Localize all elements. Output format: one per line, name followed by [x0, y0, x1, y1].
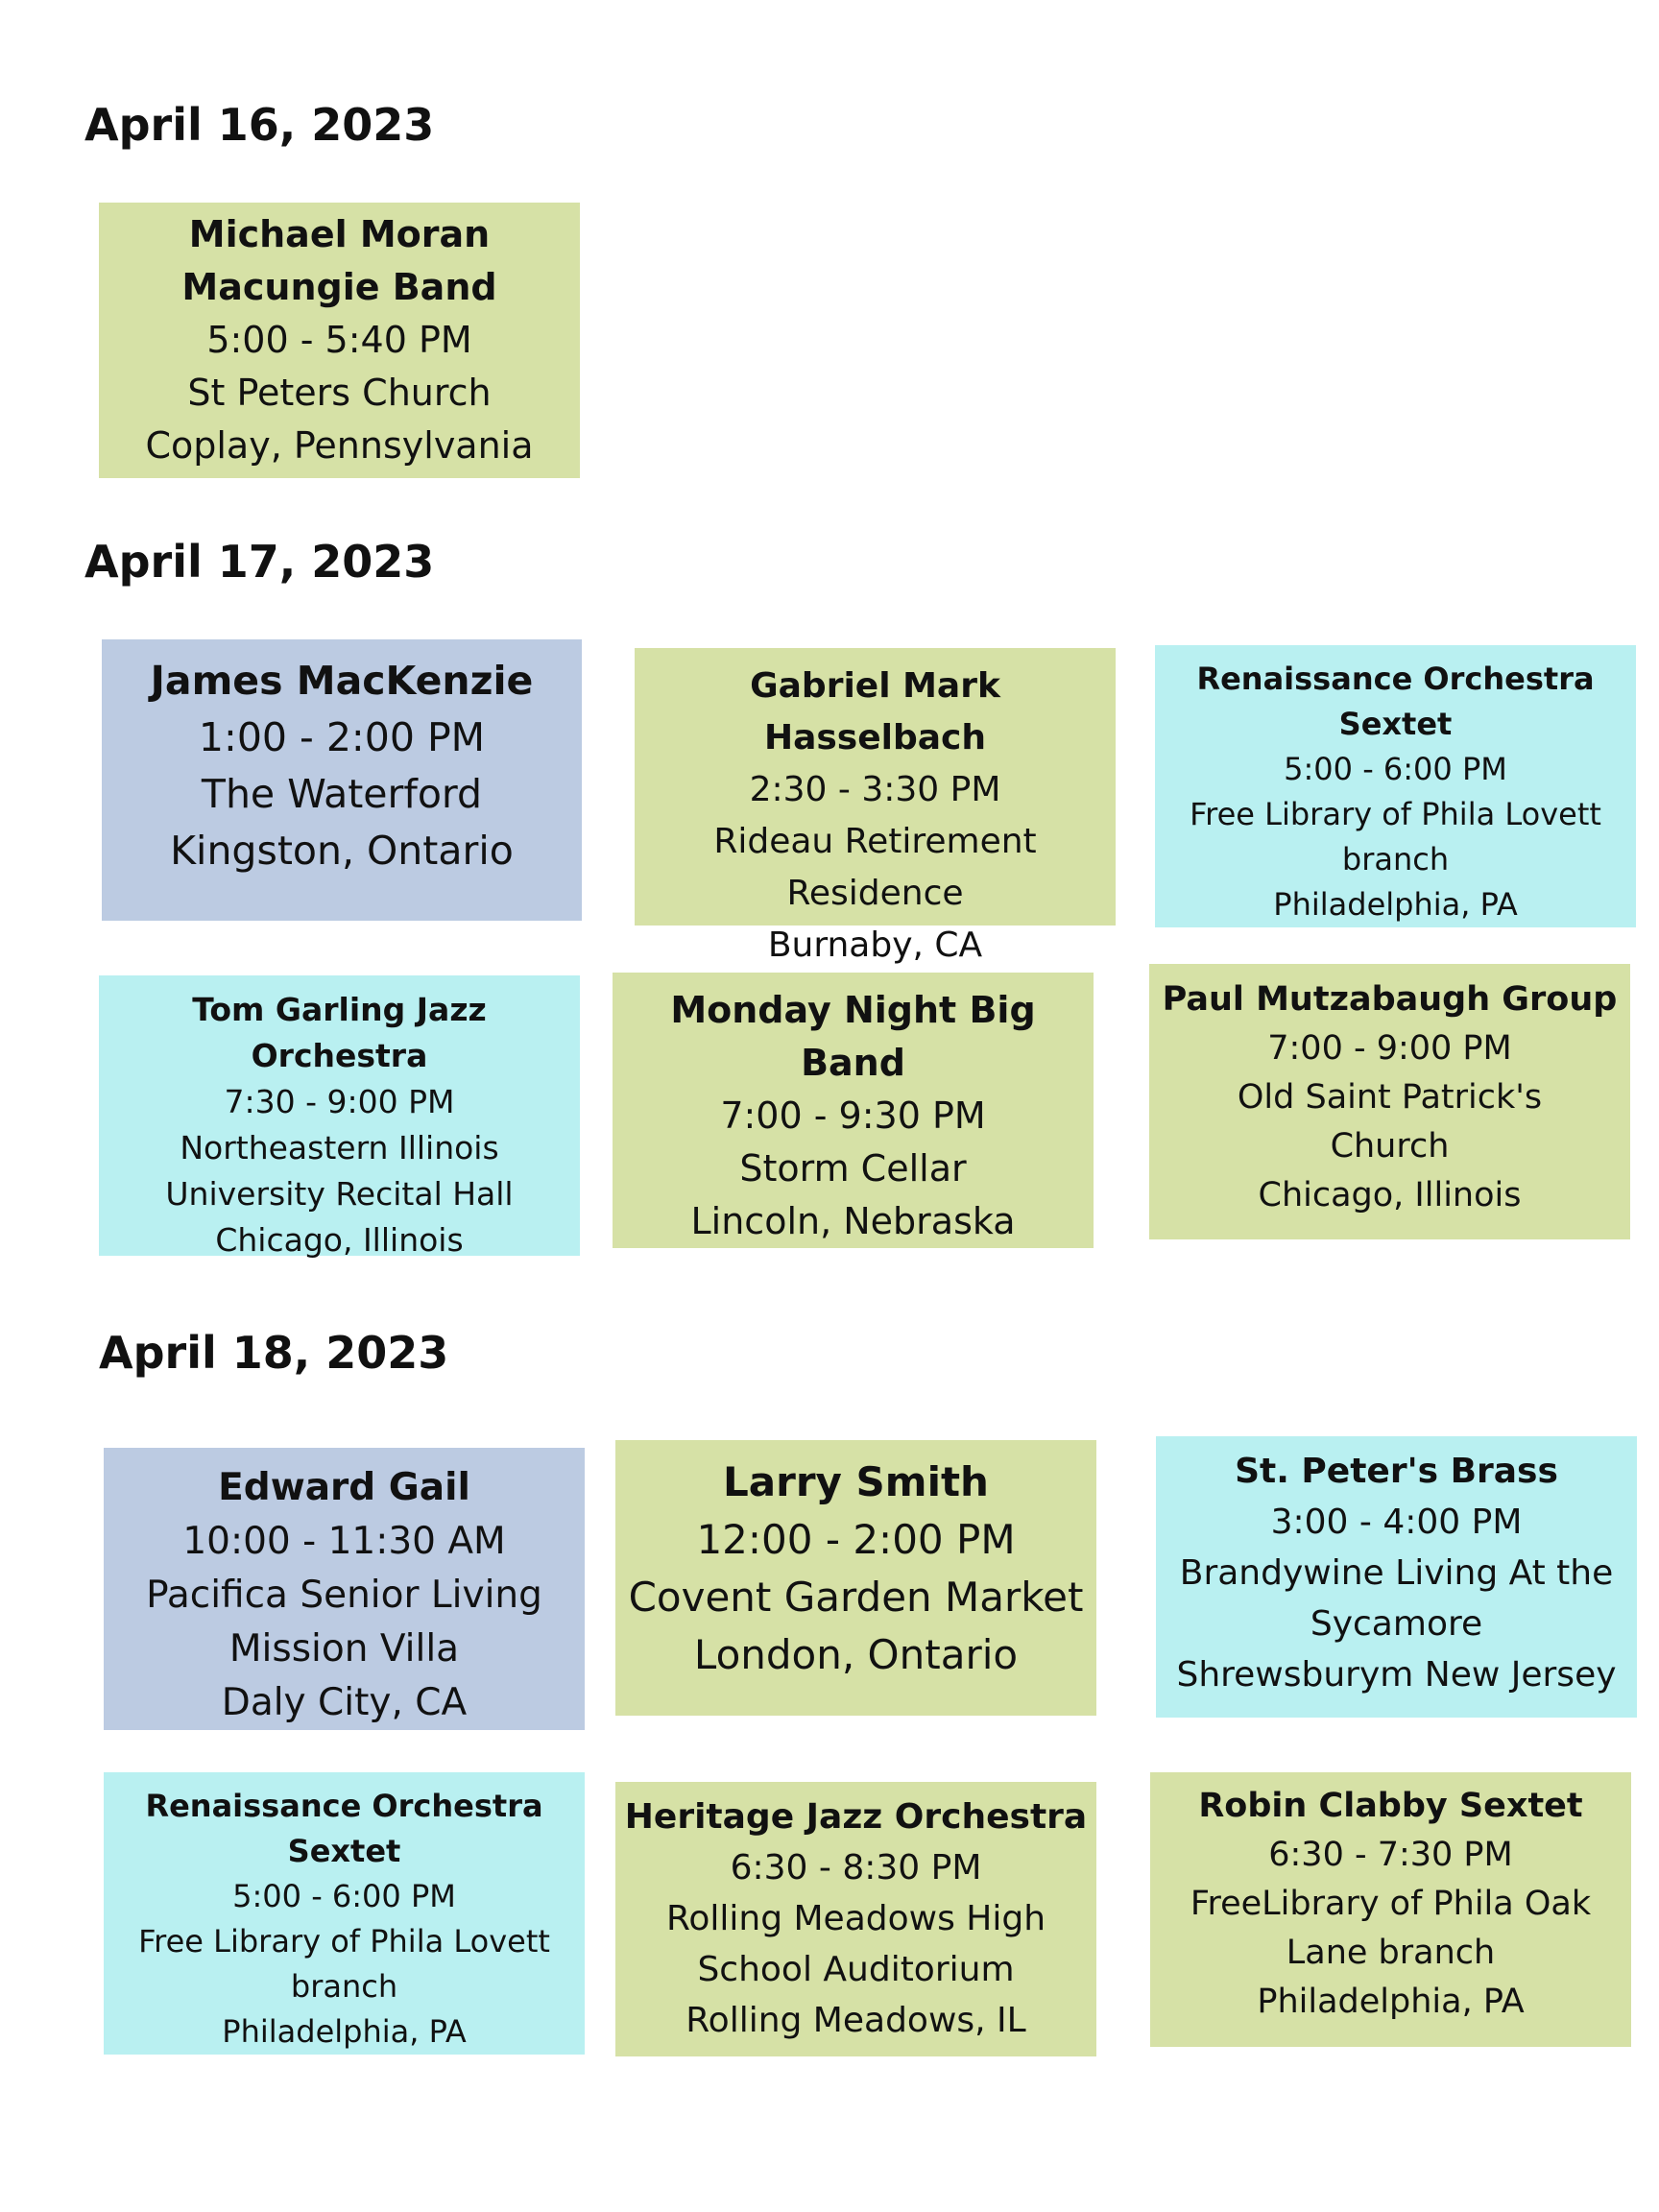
event-name: Renaissance Orchestra Sextet — [1196, 661, 1595, 742]
event-time: 6:30 - 8:30 PM — [730, 1848, 982, 1887]
event-time: 12:00 - 2:00 PM — [696, 1516, 1016, 1563]
event-card-renaissance-orchestra-apr18: Renaissance Orchestra Sextet 5:00 - 6:00… — [104, 1772, 585, 2055]
date-heading-april-18: April 18, 2023 — [99, 1327, 449, 1379]
event-name: James MacKenzie — [150, 658, 534, 704]
event-venue: Free Library of Phila Lovett branch — [1190, 796, 1601, 878]
event-name: Michael Moran Macungie Band — [181, 213, 497, 308]
event-location: Chicago, Illinois — [1258, 1176, 1522, 1214]
event-location: Philadelphia, PA — [1273, 886, 1518, 923]
event-location: Philadelphia, PA — [1257, 1983, 1525, 2021]
event-card-renaissance-orchestra-apr17: Renaissance Orchestra Sextet 5:00 - 6:00… — [1155, 645, 1636, 927]
event-name: Robin Clabby Sextet — [1198, 1787, 1583, 1825]
event-venue: The Waterford — [201, 771, 483, 817]
event-time: 10:00 - 11:30 AM — [182, 1520, 506, 1563]
event-time: 7:00 - 9:00 PM — [1267, 1029, 1512, 1068]
event-card-james-mackenzie: James MacKenzie 1:00 - 2:00 PM The Water… — [102, 639, 582, 921]
event-time: 7:30 - 9:00 PM — [224, 1083, 455, 1120]
event-time: 2:30 - 3:30 PM — [749, 770, 1001, 809]
event-venue: Pacifica Senior Living Mission Villa — [146, 1574, 542, 1671]
event-venue: Old Saint Patrick's Church — [1237, 1078, 1543, 1166]
event-venue: Free Library of Phila Lovett branch — [138, 1923, 550, 2005]
event-name: Larry Smith — [723, 1458, 989, 1505]
event-card-gabriel-mark-hasselbach: Gabriel Mark Hasselbach 2:30 - 3:30 PM R… — [635, 648, 1116, 965]
event-time: 7:00 - 9:30 PM — [720, 1094, 986, 1137]
event-card-st-peters-brass: St. Peter's Brass 3:00 - 4:00 PM Brandyw… — [1156, 1436, 1637, 1718]
event-location: Daly City, CA — [221, 1681, 468, 1724]
event-location: Burnaby, CA — [767, 926, 983, 965]
event-name: Monday Night Big Band — [670, 989, 1036, 1084]
event-location: Philadelphia, PA — [222, 2013, 467, 2050]
event-time: 1:00 - 2:00 PM — [198, 714, 486, 760]
event-card-tom-garling: Tom Garling Jazz Orchestra 7:30 - 9:00 P… — [99, 975, 580, 1259]
event-location: Coplay, Pennsylvania — [145, 424, 534, 467]
event-name: St. Peter's Brass — [1235, 1452, 1558, 1491]
date-heading-april-16: April 16, 2023 — [84, 99, 435, 151]
event-card-paul-mutzabaugh: Paul Mutzabaugh Group 7:00 - 9:00 PM Old… — [1149, 964, 1630, 1239]
event-name: Paul Mutzabaugh Group — [1162, 980, 1618, 1019]
event-venue: FreeLibrary of Phila Oak Lane branch — [1190, 1885, 1592, 1972]
event-location: Chicago, Illinois — [215, 1221, 464, 1259]
event-time: 5:00 - 6:00 PM — [1284, 751, 1507, 787]
event-card-michael-moran: Michael Moran Macungie Band 5:00 - 5:40 … — [99, 203, 580, 478]
event-location: Kingston, Ontario — [170, 828, 514, 874]
event-venue: Storm Cellar — [739, 1147, 967, 1190]
event-venue: Covent Garden Market — [628, 1574, 1084, 1621]
event-card-monday-night-big-band: Monday Night Big Band 7:00 - 9:30 PM Sto… — [613, 973, 1094, 1248]
event-location: Rolling Meadows, IL — [685, 2001, 1026, 2040]
event-venue: Rolling Meadows High School Auditorium — [665, 1899, 1046, 1989]
event-location: London, Ontario — [693, 1631, 1019, 1678]
event-name: Tom Garling Jazz Orchestra — [192, 991, 487, 1074]
event-time: 5:00 - 6:00 PM — [232, 1878, 456, 1914]
event-venue: Rideau Retirement Residence — [713, 822, 1037, 913]
event-name: Edward Gail — [218, 1466, 470, 1509]
event-time: 6:30 - 7:30 PM — [1268, 1836, 1513, 1874]
event-location: Shrewsburym New Jersey — [1176, 1655, 1617, 1695]
event-card-heritage-jazz-orchestra: Heritage Jazz Orchestra 6:30 - 8:30 PM R… — [615, 1782, 1096, 2056]
event-venue: Brandywine Living At the Sycamore — [1179, 1553, 1614, 1644]
event-name: Heritage Jazz Orchestra — [624, 1797, 1088, 1837]
event-name: Gabriel Mark Hasselbach — [750, 666, 1000, 757]
event-card-edward-gail: Edward Gail 10:00 - 11:30 AM Pacifica Se… — [104, 1448, 585, 1730]
event-card-larry-smith: Larry Smith 12:00 - 2:00 PM Covent Garde… — [615, 1440, 1096, 1716]
event-time: 3:00 - 4:00 PM — [1270, 1503, 1523, 1542]
event-venue: St Peters Church — [187, 372, 492, 414]
event-location: Lincoln, Nebraska — [690, 1200, 1016, 1242]
event-time: 5:00 - 5:40 PM — [206, 319, 472, 361]
event-venue: Northeastern Illinois University Recital… — [165, 1129, 514, 1213]
event-name: Renaissance Orchestra Sextet — [145, 1788, 543, 1869]
event-card-robin-clabby-sextet: Robin Clabby Sextet 6:30 - 7:30 PM FreeL… — [1150, 1772, 1631, 2047]
date-heading-april-17: April 17, 2023 — [84, 536, 435, 588]
